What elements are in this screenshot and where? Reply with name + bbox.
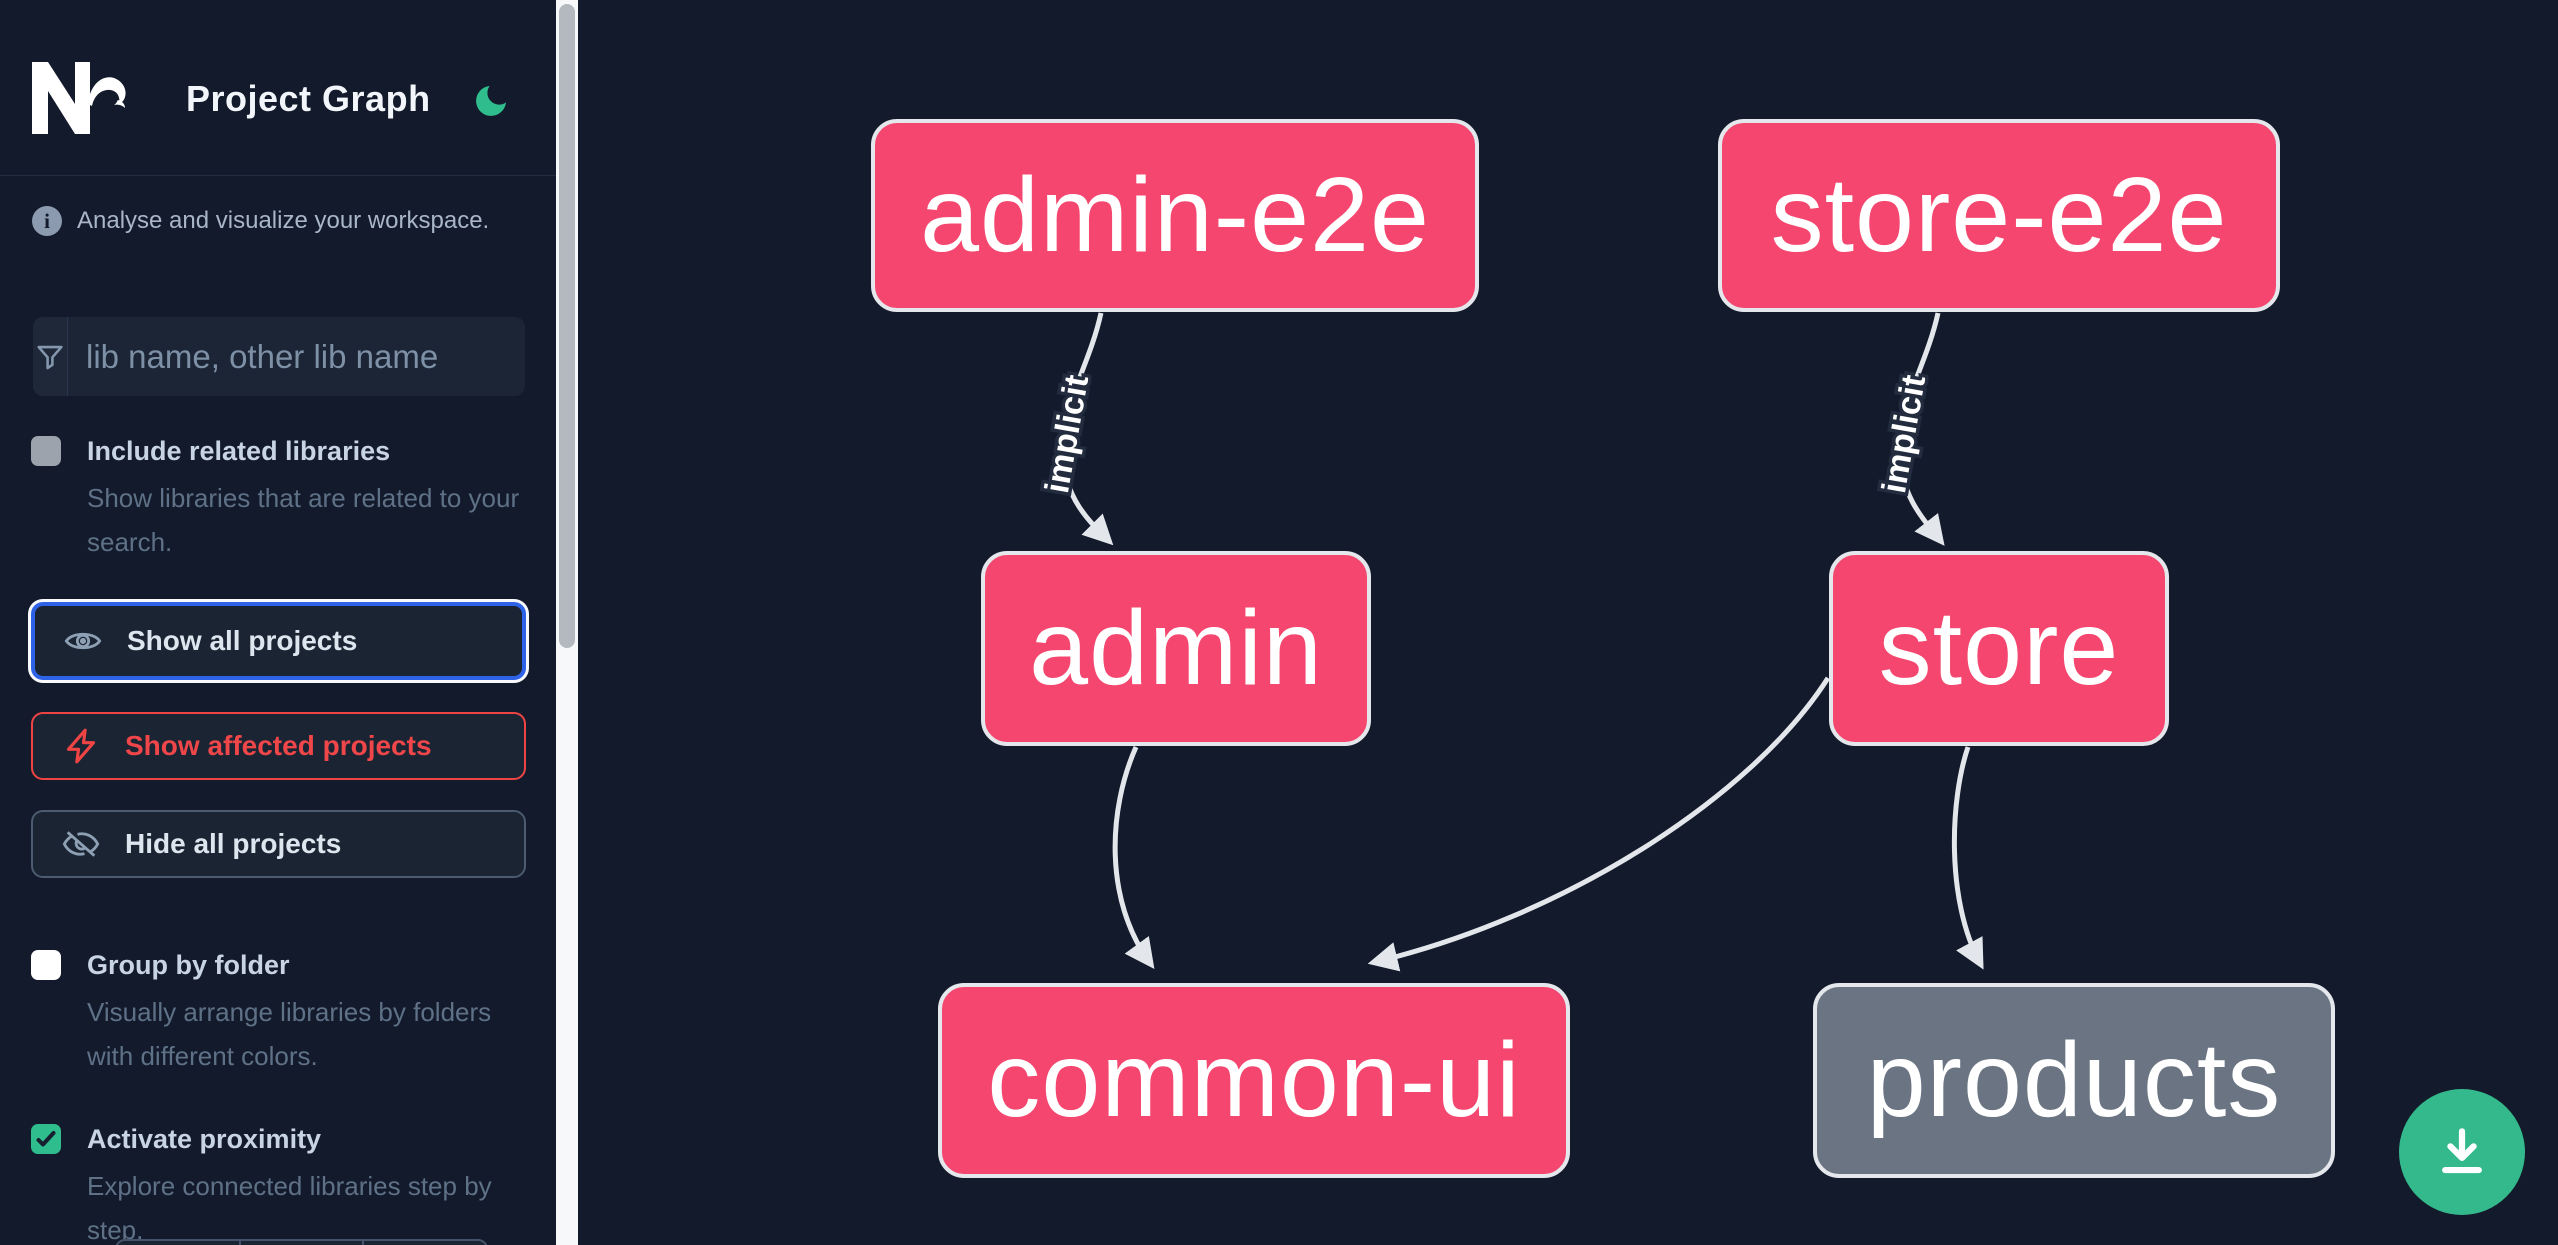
bolt-icon — [66, 728, 96, 764]
check-icon — [36, 1131, 56, 1147]
node-label: store — [1878, 589, 2120, 707]
option-description: Visually arrange libraries by folders wi… — [87, 997, 492, 1071]
node-label: admin — [1029, 589, 1323, 707]
button-label: Hide all projects — [125, 828, 342, 859]
graph-node-admin-e2e[interactable]: admin-e2e — [871, 119, 1479, 312]
graph-node-store[interactable]: store — [1829, 551, 2169, 746]
hide-all-projects-button[interactable]: Hide all projects — [31, 810, 526, 878]
download-image-button[interactable] — [2399, 1089, 2525, 1215]
stepper-segment[interactable] — [241, 1241, 365, 1245]
sidebar-scrollbar-thumb[interactable] — [559, 4, 575, 648]
option-description: Show libraries that are related to your … — [87, 483, 520, 557]
show-all-projects-button[interactable]: Show all projects — [31, 602, 526, 680]
button-label: Show all projects — [127, 625, 358, 656]
graph-node-common-ui[interactable]: common-ui — [938, 983, 1570, 1178]
app-title: Project Graph — [186, 78, 431, 119]
search-input[interactable] — [68, 317, 525, 396]
nx-logo — [32, 62, 126, 134]
edge-admin-e2e-admin — [1060, 312, 1114, 546]
edge-label-implicit: implicit — [1038, 372, 1096, 496]
option-include-related: Include related libraries Show libraries… — [31, 432, 531, 564]
graph-node-admin[interactable]: admin — [981, 551, 1371, 746]
eye-icon — [64, 632, 102, 650]
option-label: Include related libraries — [87, 436, 391, 466]
moon-icon[interactable] — [471, 80, 511, 122]
node-label: products — [1866, 1021, 2282, 1139]
group-by-folder-checkbox[interactable] — [31, 950, 61, 980]
tagline-text: Analyse and visualize your workspace. — [77, 207, 490, 234]
stepper-segment[interactable] — [117, 1241, 241, 1245]
filter-funnel-icon — [33, 317, 68, 396]
edge-store-e2e-store — [1897, 312, 1945, 546]
workspace-tagline-row: i Analyse and visualize your workspace. — [32, 206, 489, 236]
edge-store-products — [1951, 746, 1984, 970]
edge-admin-common-ui — [1112, 745, 1155, 970]
node-label: common-ui — [987, 1021, 1521, 1139]
edge-store-common-ui — [1367, 676, 1831, 972]
option-description: Explore connected libraries step by step… — [87, 1171, 492, 1245]
option-label: Activate proximity — [87, 1124, 322, 1154]
option-activate-proximity: Activate proximity Explore connected lib… — [31, 1120, 531, 1245]
graph-node-store-e2e[interactable]: store-e2e — [1718, 119, 2280, 312]
sidebar: Project Graph i Analyse and visualize yo… — [0, 0, 556, 1245]
include-related-checkbox[interactable] — [31, 436, 61, 466]
sidebar-scrollbar-track[interactable] — [556, 0, 578, 1245]
search-box — [33, 317, 525, 396]
info-icon: i — [32, 206, 62, 236]
proximity-stepper-control[interactable] — [115, 1239, 488, 1245]
node-label: store-e2e — [1770, 156, 2228, 274]
sidebar-header: Project Graph — [0, 0, 556, 176]
stepper-segment[interactable] — [364, 1241, 486, 1245]
eye-off-icon — [62, 831, 100, 857]
download-icon — [2442, 1128, 2482, 1174]
edge-label-implicit: implicit — [1875, 372, 1933, 496]
dependency-edges: implicit implicit — [1035, 312, 1984, 972]
node-label: admin-e2e — [920, 156, 1430, 274]
activate-proximity-checkbox[interactable] — [31, 1124, 61, 1154]
option-label: Group by folder — [87, 950, 290, 980]
option-group-by-folder: Group by folder Visually arrange librari… — [31, 946, 531, 1078]
graph-node-products[interactable]: products — [1813, 983, 2335, 1178]
button-label: Show affected projects — [125, 730, 432, 761]
show-affected-projects-button[interactable]: Show affected projects — [31, 712, 526, 780]
